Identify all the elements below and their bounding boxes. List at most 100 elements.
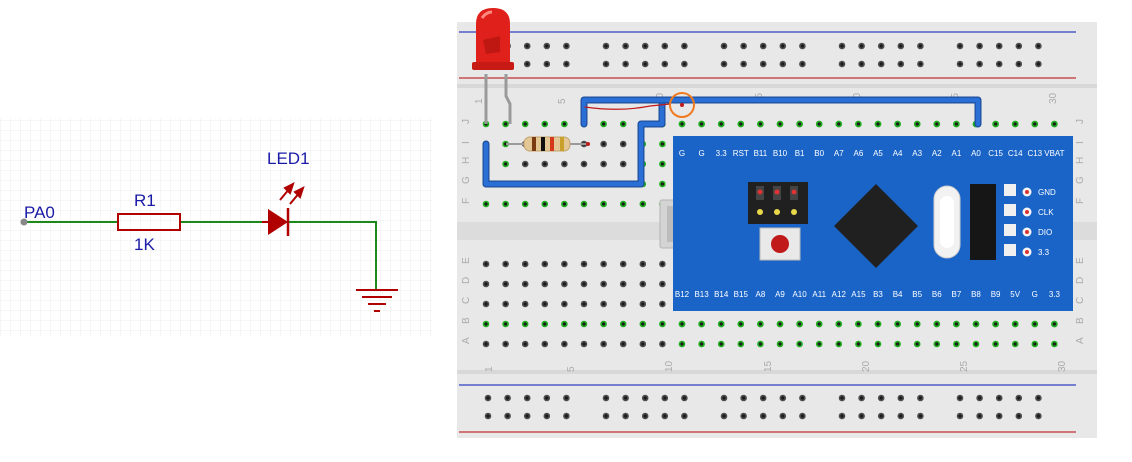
hole-core	[915, 122, 919, 126]
rail-hole-core	[997, 396, 1001, 400]
rail-hole-core	[486, 414, 490, 418]
resistor-value: 1K	[134, 235, 155, 254]
rail-hole-core	[742, 414, 746, 418]
rail-hole-core	[800, 44, 805, 48]
hole-core	[700, 122, 704, 126]
board-pin-label-bottom: A9	[775, 290, 785, 299]
row-letter: J	[461, 119, 472, 124]
hole-core	[621, 122, 625, 126]
hole-core	[660, 302, 665, 306]
hole-core	[837, 322, 841, 326]
mcu-chip	[834, 184, 918, 268]
rail-hole-core	[1017, 414, 1021, 418]
rail-hole-core	[604, 44, 608, 48]
hole-core	[484, 282, 488, 286]
rail-hole-core	[997, 414, 1001, 418]
led-component	[472, 8, 514, 124]
rail-hole-core	[624, 414, 628, 418]
rail-hole-core	[682, 414, 687, 418]
rail-hole-core	[604, 62, 608, 66]
rail-hole-core	[722, 414, 726, 418]
board-pin-label-bottom: G	[1032, 290, 1038, 299]
hole-core	[621, 162, 625, 166]
rail-hole-core	[997, 44, 1001, 48]
board-pin-label-bottom: A8	[756, 290, 766, 299]
board-pin-label-top: A0	[971, 149, 981, 158]
hole-core	[504, 302, 508, 306]
board-pin-label-top: 3.3	[716, 149, 728, 158]
rail-hole-core	[1017, 44, 1021, 48]
hole-core	[523, 262, 527, 266]
rail-hole-core	[958, 396, 962, 400]
hole-core	[543, 122, 547, 126]
hole-core	[484, 302, 488, 306]
board-pin-label-bottom: B7	[952, 290, 962, 299]
hole-core	[504, 342, 508, 346]
hole-core	[1013, 342, 1017, 346]
rail-hole-core	[564, 414, 569, 418]
row-letters-left: J I H G F E D C B A	[461, 119, 472, 344]
hole-core	[739, 342, 743, 346]
row-letter: B	[461, 317, 472, 324]
hole-core	[994, 122, 998, 126]
hole-core	[680, 122, 684, 126]
hole-core	[700, 342, 704, 346]
rail-hole-core	[840, 414, 844, 418]
rail-hole-core	[663, 44, 667, 48]
led-led1: LED1	[262, 149, 310, 236]
crystal-oscillator	[933, 185, 961, 259]
rail-hole-core	[860, 62, 864, 66]
row-letter: C	[1075, 297, 1086, 304]
hole-core	[778, 122, 782, 126]
rail-hole-core	[643, 62, 647, 66]
rail-hole-core	[722, 396, 726, 400]
rail-hole-core	[1036, 396, 1040, 400]
col-num: 30	[1048, 92, 1059, 104]
row-letter: J	[1075, 119, 1086, 124]
pa0-pin-dot	[20, 218, 28, 226]
hole-core	[935, 122, 939, 126]
hole-core	[621, 342, 625, 346]
rail-hole-core	[564, 44, 569, 48]
hole-core	[641, 302, 645, 306]
board-pin-label-top: A6	[854, 149, 864, 158]
rail-hole-core	[545, 44, 549, 48]
hole-core	[660, 322, 665, 326]
board-pin-label-bottom: A15	[851, 290, 866, 299]
rail-hole-core	[545, 396, 549, 400]
rail-hole-core	[860, 44, 864, 48]
hole-core	[621, 262, 625, 266]
row-letter: G	[1075, 176, 1086, 184]
hole-core	[778, 342, 782, 346]
hole-core	[758, 122, 763, 126]
hole-core	[543, 202, 547, 206]
hole-core	[504, 322, 508, 326]
hole-core	[582, 342, 586, 346]
rail-hole-core	[1017, 62, 1021, 66]
board-pin-label-top: G	[698, 149, 704, 158]
hole-core	[543, 282, 547, 286]
hole-core	[974, 322, 978, 326]
hole-core	[719, 322, 723, 326]
hole-core	[660, 262, 665, 266]
hole-core	[621, 282, 625, 286]
hole-core	[876, 342, 880, 346]
rail-hole-core	[978, 62, 982, 66]
board-pin-label-top: G	[679, 149, 685, 158]
board-pin-label-top: C14	[1008, 149, 1023, 158]
hole-core	[641, 342, 645, 346]
col-num: 25	[959, 360, 970, 372]
rail-hole-core	[781, 414, 785, 418]
hole-core	[876, 122, 880, 126]
hole-core	[562, 342, 567, 346]
board-pin-label-bottom: B3	[873, 290, 883, 299]
rail-hole-core	[604, 396, 608, 400]
hole-core	[954, 122, 959, 126]
rail-hole-core	[742, 62, 746, 66]
board-pin-label-top: B10	[773, 149, 788, 158]
hole-core	[758, 322, 763, 326]
hole-core	[602, 122, 606, 126]
hole-core	[817, 322, 821, 326]
hole-core	[562, 282, 567, 286]
